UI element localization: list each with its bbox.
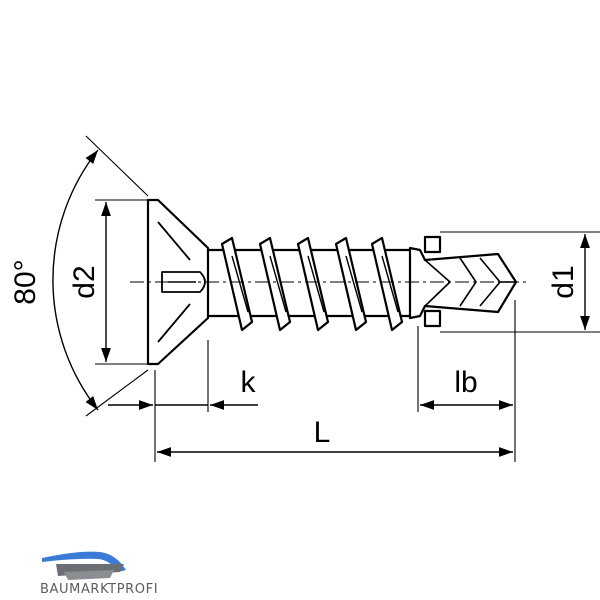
brand-name: BAUMARKTPROFI [40, 582, 159, 597]
d1-label: d1 [547, 265, 580, 298]
d2-label: d2 [68, 265, 101, 298]
k-label: k [241, 366, 257, 399]
L-label: L [314, 416, 331, 449]
angle-label: 80° [9, 259, 42, 304]
extension-lines [85, 135, 600, 462]
dimension-lines [52, 149, 590, 457]
angle-dimension-arc [52, 149, 99, 411]
roof-icon [42, 551, 126, 580]
brand-logo[interactable]: BAUMARKTPROFI [40, 548, 165, 598]
lb-label: lb [454, 366, 477, 399]
